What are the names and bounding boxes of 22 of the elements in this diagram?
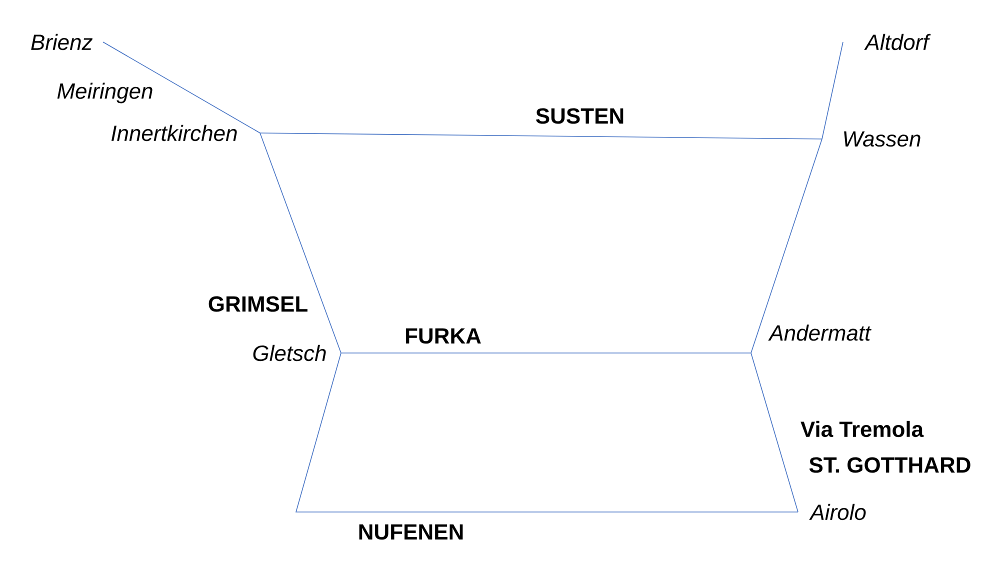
place-name: Andermatt (768, 324, 872, 341)
pass-name: FURKA (406, 328, 481, 344)
place-name: Wassen (844, 131, 920, 147)
road-line (822, 42, 844, 140)
pass-name: NUFENEN (359, 524, 463, 540)
place-name: Altdorf (864, 34, 931, 50)
road-line (102, 42, 260, 134)
pass-name: GRIMSEL (208, 296, 308, 312)
place-name: Innertkirchen (112, 124, 237, 142)
place-name: Gletsch (253, 344, 326, 362)
place-name: Brienz (31, 34, 92, 50)
road-line (260, 132, 342, 354)
pass-name: ST. GOTTHARD (809, 457, 970, 473)
pass-name: SUSTEN (536, 108, 624, 124)
place-name: Airolo (809, 504, 866, 520)
road-line (295, 352, 798, 512)
place-name: Meiringen (57, 82, 152, 104)
road-line (750, 138, 822, 354)
road-line (260, 132, 822, 140)
road-line (750, 352, 798, 512)
road-name: Via Tremola (800, 420, 924, 438)
road-line (340, 352, 752, 354)
